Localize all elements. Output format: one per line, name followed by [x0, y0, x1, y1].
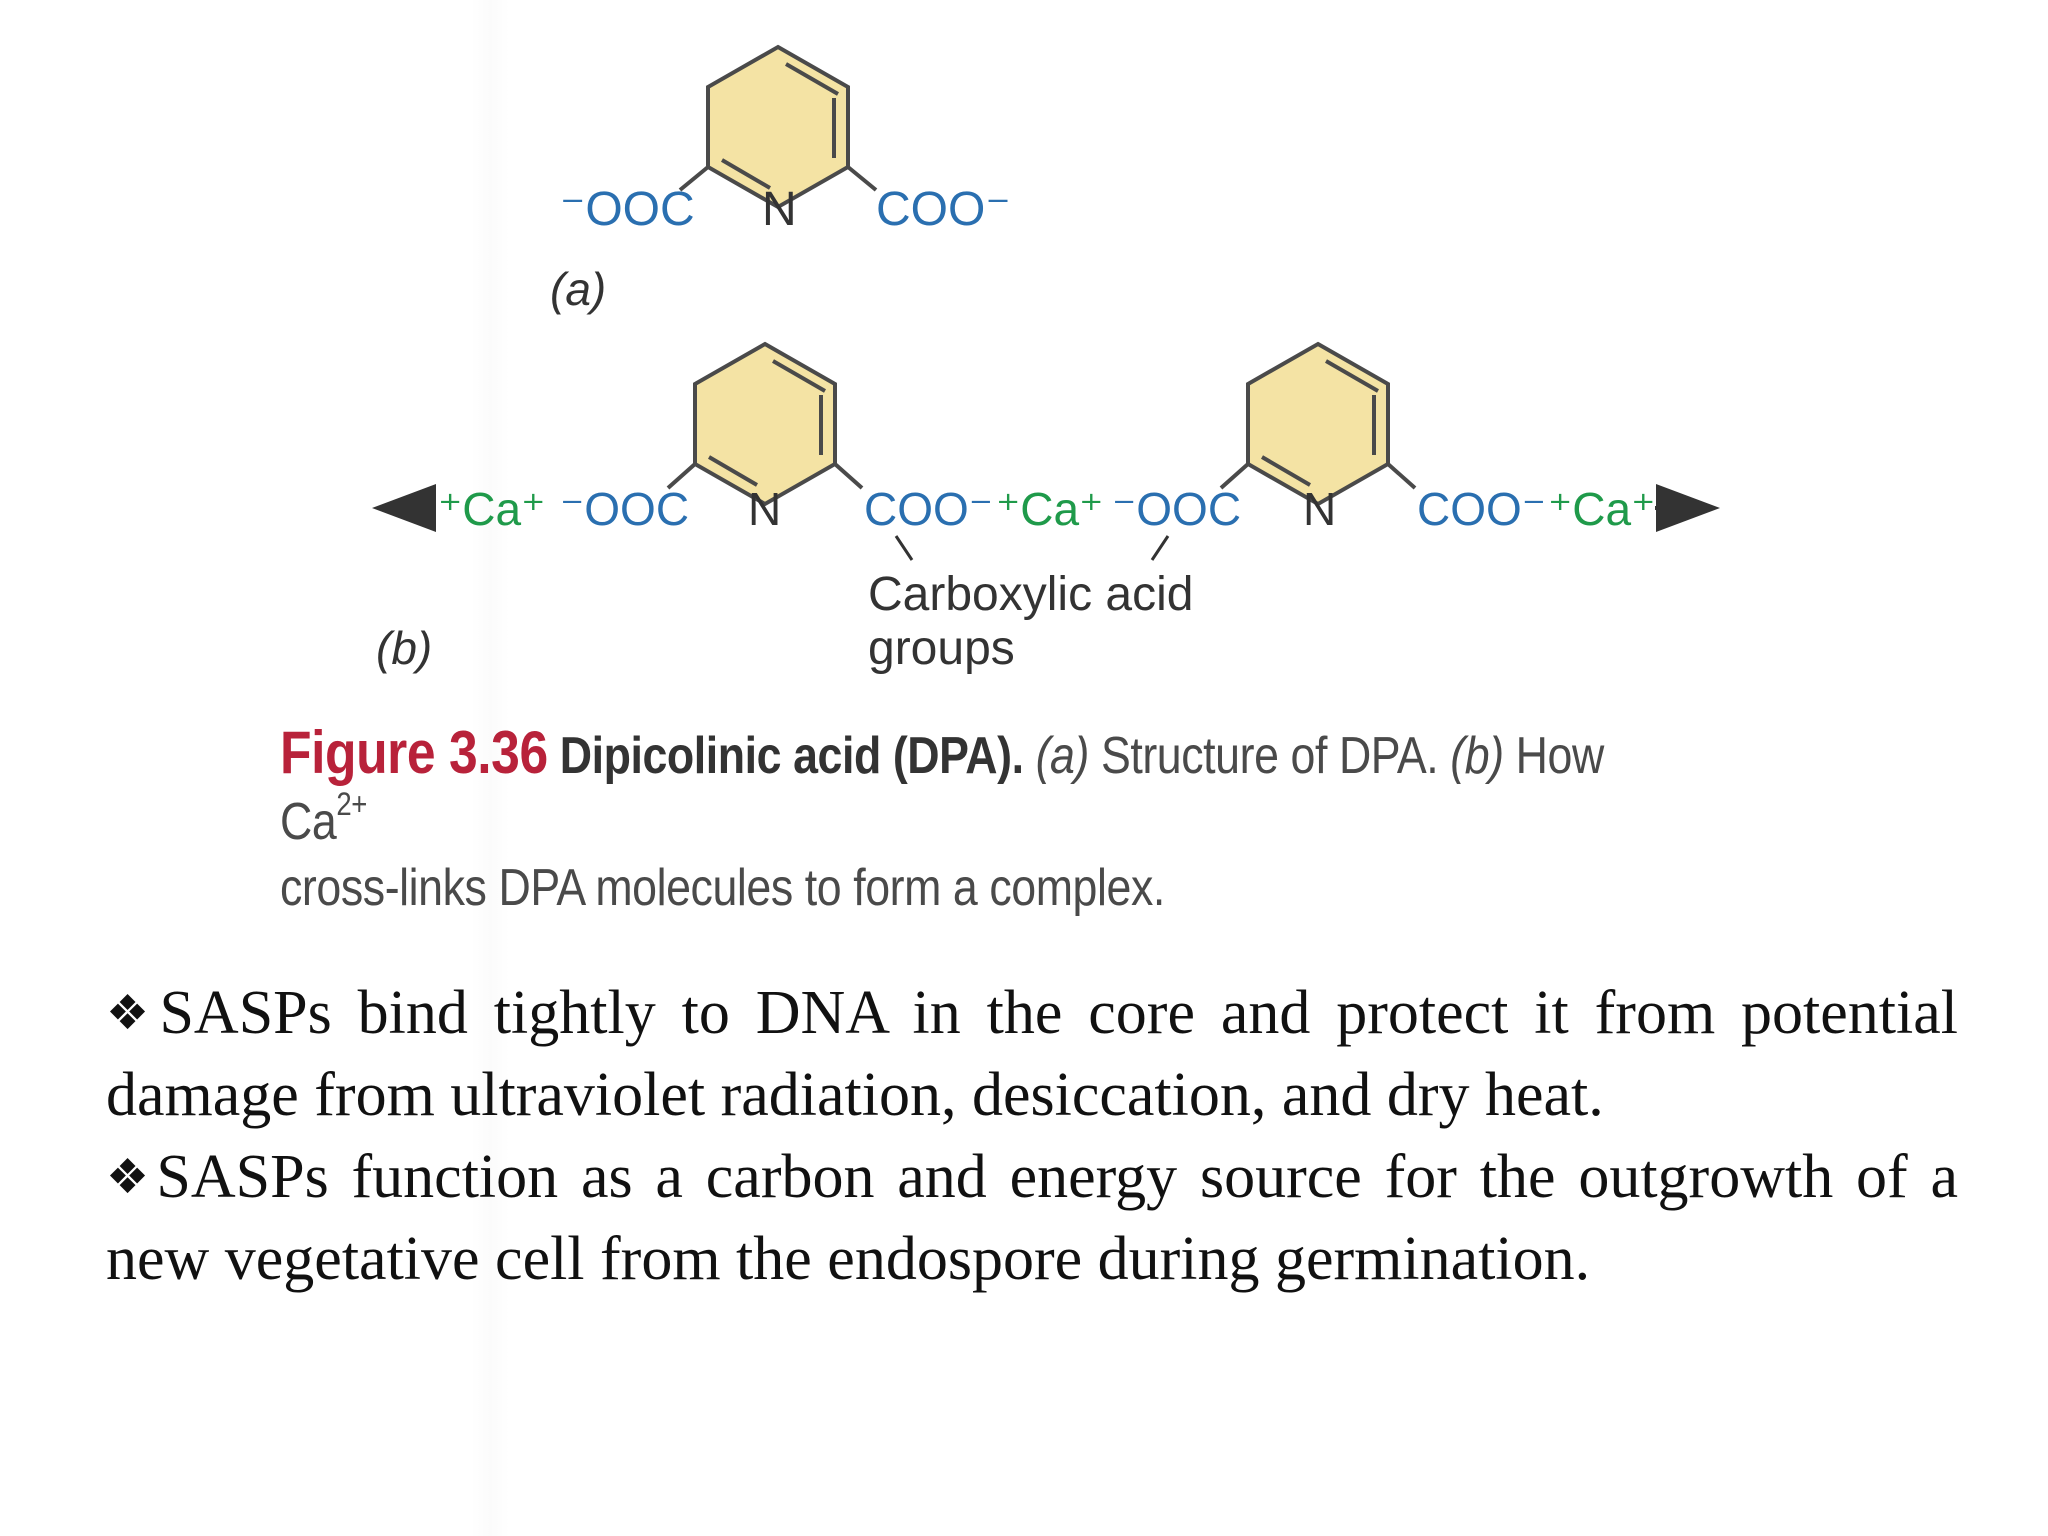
bullet-text: SASPs function as a carbon and energy so…: [106, 1143, 1959, 1293]
caption-part-b-marker: (b): [1450, 727, 1504, 785]
panel-label-a: (a): [550, 263, 606, 315]
carboxylate-b2-right: COO⁻: [1417, 483, 1546, 535]
caption-part-b-text-2: cross-links DPA molecules to form a comp…: [280, 859, 1165, 917]
carboxylate-b1-right: COO⁻: [864, 483, 993, 535]
calcium-left: ⁺Ca⁺: [438, 483, 545, 535]
figure-caption: Figure 3.36 Dipicolinic acid (DPA). (a) …: [280, 720, 1622, 921]
carboxylate-left-a: ⁻OOC: [560, 183, 695, 236]
figure-title: Dipicolinic acid (DPA).: [559, 727, 1024, 785]
diamond-bullet-icon: ❖: [106, 985, 160, 1041]
annotation-line-2: groups: [868, 622, 1015, 675]
bullet-text: SASPs bind tightly to DNA in the core an…: [106, 979, 1959, 1129]
annotation-pointer-left: [894, 535, 914, 561]
diamond-bullet-icon: ❖: [106, 1149, 157, 1205]
carboxylate-b2-left: ⁻OOC: [1112, 483, 1241, 535]
pyridine-ring-a: [678, 44, 878, 210]
caption-part-b-text-1: How Ca: [280, 727, 1604, 851]
caption-part-a-marker: (a): [1035, 727, 1090, 785]
annotation-line-1: Carboxylic acid: [868, 568, 1193, 621]
nitrogen-label-a: N: [762, 183, 797, 236]
bullet-item: ❖SASPs bind tightly to DNA in the core a…: [106, 972, 1958, 1136]
carboxylate-right-a: COO⁻: [876, 183, 1011, 236]
bullet-item: ❖SASPs function as a carbon and energy s…: [106, 1136, 1958, 1300]
bullet-list: ❖SASPs bind tightly to DNA in the core a…: [106, 972, 1958, 1300]
caption-part-a-text: Structure of DPA.: [1100, 727, 1439, 785]
nitrogen-label-b2: N: [1303, 483, 1336, 535]
annotation-pointer-right: [1150, 535, 1170, 561]
caption-superscript: 2+: [336, 786, 367, 822]
carboxylate-b1-left: ⁻OOC: [560, 483, 689, 535]
calcium-middle: ⁺Ca⁺: [996, 483, 1103, 535]
calcium-right: ⁺Ca⁺: [1548, 483, 1655, 535]
pyridine-ring-b1: [666, 341, 864, 507]
panel-label-b: (b): [376, 622, 432, 674]
background-shade: [470, 0, 510, 1536]
nitrogen-label-b1: N: [748, 483, 781, 535]
figure-number: Figure 3.36: [280, 719, 548, 786]
pyridine-ring-b2: [1219, 341, 1417, 507]
